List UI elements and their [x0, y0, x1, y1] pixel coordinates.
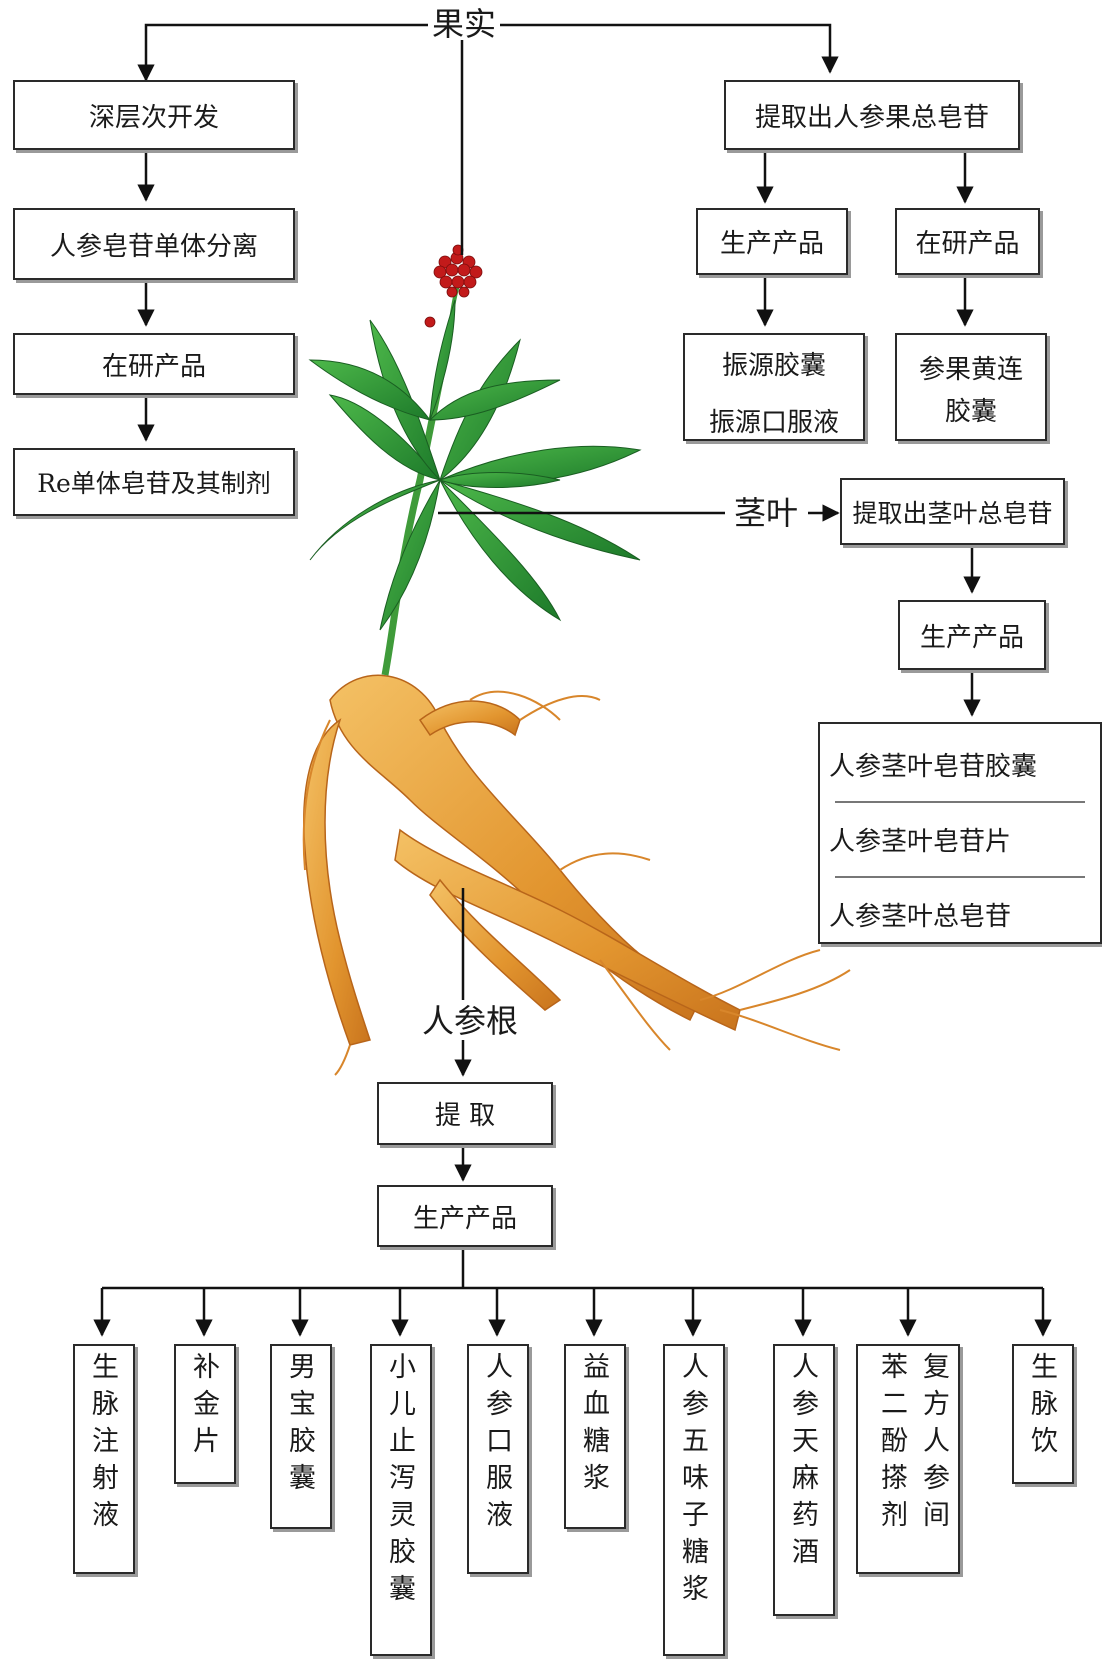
ginseng-root-image — [303, 674, 741, 1046]
fruit-production-products-box: 振源胶囊 振源口服液 — [683, 333, 865, 441]
divider — [835, 876, 1085, 878]
product-label: 生脉饮 — [1026, 1352, 1057, 1463]
product-label: 男宝胶囊 — [284, 1352, 315, 1500]
product-yixue-syrup: 益血糖浆 — [564, 1344, 626, 1529]
stem-leaf-saponin-extract-box: 提取出茎叶总皂苷 — [840, 478, 1065, 545]
product-label: 人参五味子糖浆 — [677, 1352, 708, 1611]
root-production-box: 生产产品 — [377, 1185, 553, 1247]
product-label: 益血糖浆 — [578, 1352, 609, 1500]
product-label: 补金片 — [188, 1352, 219, 1463]
stem-leaf-production-box: 生产产品 — [898, 600, 1046, 670]
product-zhenyuan-capsule: 振源胶囊 — [721, 351, 826, 381]
product-shenguo-huanglian-line2: 胶囊 — [944, 397, 997, 427]
fruit-production-box: 生产产品 — [696, 208, 848, 275]
deep-development-box: 深层次开发 — [13, 80, 295, 150]
product-label: 复方人参间苯二酚搽剂 — [876, 1352, 949, 1537]
product-shengmai-injection: 生脉注射液 — [73, 1344, 135, 1574]
product-bujin-tablet: 补金片 — [174, 1344, 236, 1484]
product-ginseng-schisandra-syrup: 人参五味子糖浆 — [663, 1344, 725, 1656]
root-extract-box: 提 取 — [377, 1082, 553, 1145]
product-zhenyuan-oral-liquid: 振源口服液 — [708, 408, 839, 438]
saponin-monomer-separation-box: 人参皂苷单体分离 — [13, 208, 295, 280]
product-xiaoer-zhixieling-capsule: 小儿止泻灵胶囊 — [370, 1344, 432, 1656]
fruit-research-products-box: 参果黄连 胶囊 — [895, 333, 1047, 441]
product-ginseng-tianma-wine: 人参天麻药酒 — [773, 1344, 835, 1616]
product-compound-ginseng-liniment: 复方人参间苯二酚搽剂 — [856, 1344, 960, 1574]
product-nanbao-capsule: 男宝胶囊 — [270, 1344, 332, 1529]
root-label: 人参根 — [422, 1002, 519, 1040]
ginseng-rootlets — [302, 690, 851, 1076]
ginseng-leaves — [308, 299, 642, 631]
product-label: 人参天麻药酒 — [787, 1352, 818, 1574]
re-monomer-saponin-box: Re单体皂苷及其制剂 — [13, 448, 295, 516]
product-shengmai-drink: 生脉饮 — [1012, 1344, 1074, 1484]
product-shenguo-huanglian-line1: 参果黄连 — [918, 355, 1023, 385]
product-ginseng-oral-liquid: 人参口服液 — [467, 1344, 529, 1574]
divider — [835, 801, 1085, 803]
product-label: 小儿止泻灵胶囊 — [384, 1352, 415, 1611]
product-stem-leaf-total-saponin: 人参茎叶总皂苷 — [829, 902, 1012, 932]
ginseng-berries — [424, 244, 483, 328]
product-label: 人参口服液 — [481, 1352, 512, 1537]
fruit-saponin-extract-box: 提取出人参果总皂苷 — [724, 80, 1020, 150]
product-stem-leaf-saponin-capsule: 人参茎叶皂苷胶囊 — [829, 752, 1038, 782]
product-label: 生脉注射液 — [87, 1352, 118, 1537]
left-research-products-box: 在研产品 — [13, 333, 295, 395]
fruit-label: 果实 — [428, 8, 501, 40]
stem-leaf-products-box: 人参茎叶皂苷胶囊 人参茎叶皂苷片 人参茎叶总皂苷 — [818, 722, 1102, 944]
connector-lines — [93, 23, 1052, 1337]
ginseng-plant-illustration — [302, 244, 851, 1076]
product-stem-leaf-saponin-tablet: 人参茎叶皂苷片 — [829, 827, 1012, 857]
stem-leaf-label: 茎叶 — [730, 497, 803, 529]
fruit-research-box: 在研产品 — [895, 208, 1040, 275]
